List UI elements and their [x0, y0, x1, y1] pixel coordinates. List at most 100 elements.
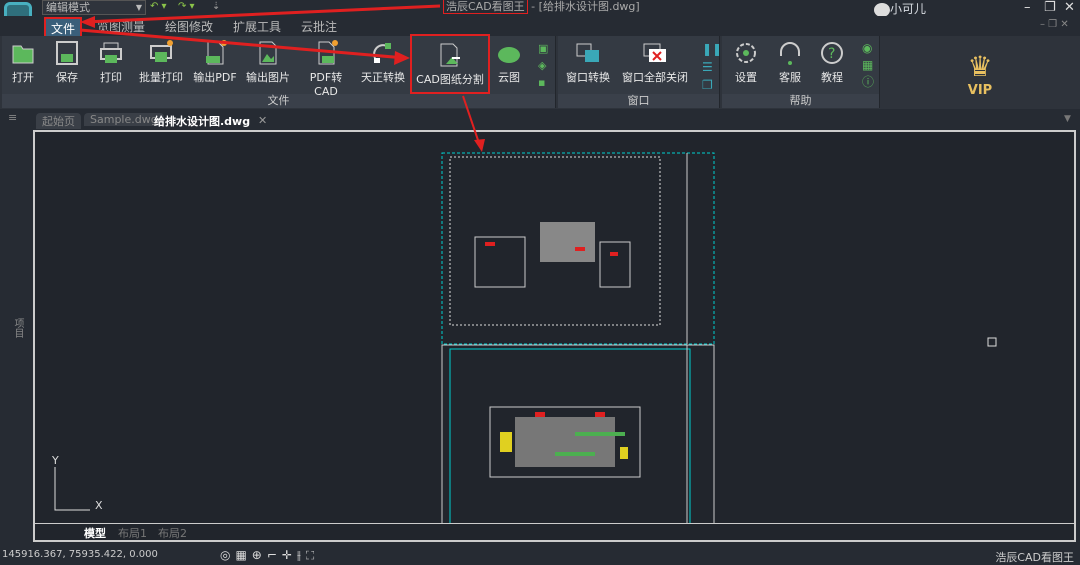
menu-bar: [0, 16, 1080, 36]
batch-print-button[interactable]: 批量打印: [136, 40, 186, 85]
vip-badge[interactable]: ♛VIP: [950, 50, 1010, 98]
label: 天正转换: [361, 71, 405, 84]
label: 打开: [12, 71, 34, 84]
tile-icons[interactable]: ❚❚☰❐: [702, 42, 723, 92]
doc-tabs: [0, 111, 1080, 129]
label: 输出图片: [246, 71, 290, 84]
label: CAD图纸分割: [416, 73, 484, 86]
cursor-box: [987, 337, 997, 347]
mode-value: 编辑模式: [46, 1, 90, 14]
group-label: 文件: [2, 94, 555, 108]
snap-toolbar-icons[interactable]: ◎▦⊕⌐✛⫲⛶: [220, 548, 320, 562]
help-small-icons[interactable]: ◉▦ⓘ: [862, 41, 875, 89]
file-small-icons[interactable]: ▣◈▪: [538, 42, 549, 89]
tutorial-button[interactable]: ? 教程: [816, 40, 848, 85]
layout-tabs: [33, 524, 1076, 542]
cursor-coordinates: 145916.367, 75935.422, 0.000: [2, 549, 158, 560]
sheet-border-1: [449, 156, 661, 326]
redo-icon[interactable]: ↷ ▾: [178, 1, 195, 12]
mode-select[interactable]: 编辑模式 ▼: [42, 0, 146, 15]
label: 窗口转换: [566, 71, 610, 84]
cloud-icon: [498, 47, 520, 63]
floor-plan-2: [489, 406, 641, 478]
label: 设置: [735, 71, 757, 84]
user-account[interactable]: 小可儿: [874, 0, 926, 17]
label: 输出PDF: [193, 71, 237, 84]
annotation-arrows: [79, 4, 485, 152]
folder-icon: [12, 45, 34, 64]
batch-printer-icon: [150, 40, 173, 62]
print-button[interactable]: 打印: [94, 40, 128, 85]
window-switch-icon: [576, 43, 599, 62]
label: 客服: [779, 71, 801, 84]
tabs-dropdown-icon[interactable]: ▼: [1064, 114, 1071, 124]
y-axis-label: Y: [52, 454, 59, 467]
ucs-axis: [54, 467, 90, 511]
sheet-frame-1: [441, 152, 715, 345]
headset-icon: [780, 42, 800, 65]
chevron-down-icon: ▼: [135, 3, 142, 12]
save-icon: [56, 41, 78, 65]
layout-1[interactable]: 布局1: [118, 527, 147, 540]
printer-icon: [100, 42, 122, 63]
x-axis-label: X: [95, 499, 103, 512]
label: 窗口全部关闭: [622, 71, 688, 84]
cloud-button[interactable]: 云图: [494, 40, 524, 85]
group-label: 帮助: [722, 94, 879, 108]
status-brand: 浩辰CAD看图王: [995, 551, 1074, 564]
split-drawing-icon: [440, 43, 460, 67]
label: 打印: [100, 71, 122, 84]
status-bar: [0, 546, 1080, 565]
support-button[interactable]: 客服: [774, 40, 806, 85]
close-tab-icon[interactable]: ✕: [258, 114, 268, 127]
close-windows-icon: [643, 43, 666, 62]
tab-drainage[interactable]: 给排水设计图.dwg: [154, 115, 251, 128]
pdf-to-cad-icon: [318, 40, 338, 65]
window-switch-button[interactable]: 窗口转换: [564, 40, 612, 85]
close-button[interactable]: ✕: [1064, 0, 1075, 15]
save-button[interactable]: 保存: [50, 40, 84, 85]
undo-icon[interactable]: ↶ ▾: [150, 1, 167, 12]
cad-split-button[interactable]: CAD图纸分割: [410, 34, 490, 94]
doc-window-controls[interactable]: – ❐ ✕: [1040, 19, 1069, 30]
menu-extend-tools[interactable]: 扩展工具: [233, 20, 282, 34]
crown-icon: ♛: [967, 50, 993, 83]
export-image-button[interactable]: 输出图片: [244, 40, 292, 85]
title-bar: [0, 0, 1080, 16]
layout-2[interactable]: 布局2: [158, 527, 187, 540]
menu-cloud-annotate[interactable]: 云批注: [301, 20, 338, 34]
doc-name: - [给排水设计图.dwg]: [527, 0, 640, 13]
drawing: [54, 152, 997, 526]
tab-start[interactable]: 起始页: [36, 113, 81, 129]
close-all-windows-button[interactable]: 窗口全部关闭: [620, 40, 690, 85]
help-group: 帮助: [722, 36, 880, 108]
label: 教程: [821, 71, 843, 84]
customize-icon[interactable]: ⇣: [212, 1, 221, 12]
help-icon: ?: [821, 42, 843, 64]
label: PDF转CAD: [309, 71, 343, 98]
label: 云图: [498, 71, 520, 84]
layout-model[interactable]: 模型: [84, 527, 106, 540]
image-icon: [259, 41, 277, 65]
tab-sample[interactable]: Sample.dwg: [84, 113, 164, 126]
restore-button[interactable]: ❐: [1044, 0, 1056, 15]
app-name: 浩辰CAD看图王: [443, 0, 528, 14]
window-title: 浩辰CAD看图王 - [给排水设计图.dwg]: [443, 0, 640, 14]
open-button[interactable]: 打开: [6, 40, 40, 85]
gear-icon: [736, 43, 756, 63]
menu-view-measure[interactable]: 览图测量: [97, 20, 146, 34]
svg-text:?: ?: [828, 46, 835, 62]
pdf-to-cad-button[interactable]: PDF转CAD: [298, 40, 354, 98]
settings-button[interactable]: 设置: [730, 40, 762, 85]
avatar: [874, 2, 890, 17]
minimize-button[interactable]: –: [1024, 0, 1031, 15]
project-panel-tab[interactable]: 项目: [12, 318, 23, 338]
label: 保存: [56, 71, 78, 84]
window-group: 窗口: [558, 36, 720, 108]
menu-draw-edit[interactable]: 绘图修改: [165, 20, 214, 34]
left-panel: 项目: [0, 128, 32, 546]
user-name: 小可儿: [890, 2, 927, 16]
menu-grip-icon[interactable]: ≡: [8, 111, 18, 124]
vip-label: VIP: [967, 83, 993, 98]
drawing-canvas[interactable]: Y X: [33, 130, 1076, 526]
